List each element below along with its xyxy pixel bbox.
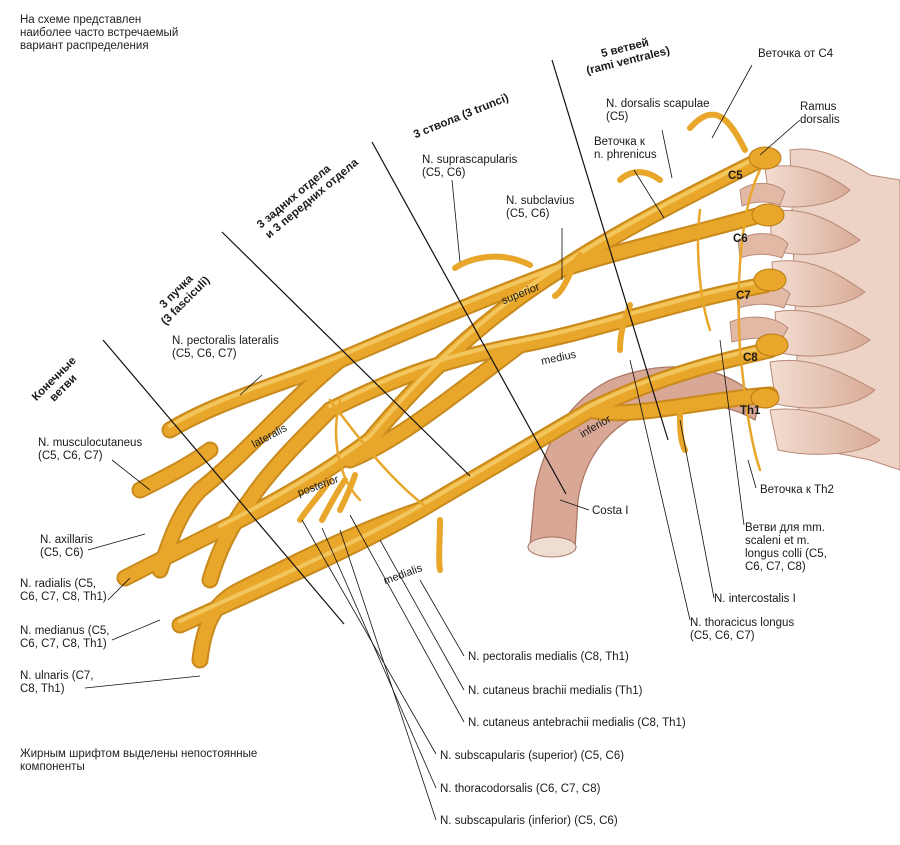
top-note-line: На схеме представлен [20, 14, 142, 26]
label-line: scaleni et m. [745, 535, 810, 547]
label-phrenicus: Веточка к n. phrenicus [594, 136, 657, 162]
root-label-c5: C5 [728, 170, 743, 182]
label-line: (C5, C6) [506, 208, 550, 220]
label-line: N. medianus (C5, [20, 625, 110, 637]
label-line: longus colli (C5, [745, 548, 827, 560]
label-line: (C5, C6, C7) [38, 450, 103, 462]
label-line: N. axillaris [40, 534, 94, 546]
root-label-c6: C6 [733, 233, 748, 245]
root-label-c7: C7 [736, 290, 751, 302]
label-intercostalis: N. intercostalis I [714, 593, 796, 605]
label-medianus: N. medianus (C5, C6, C7, C8, Th1) [20, 625, 109, 651]
label-subclavius: N. subclavius (C5, C6) [506, 195, 574, 221]
label-line: N. suprascapularis [422, 154, 518, 166]
label-line: N. subclavius [506, 195, 575, 207]
label-thoracicus-longus: N. thoracicus longus (C5, C6, C7) [690, 617, 794, 643]
label-suprascapularis: N. suprascapularis (C5, C6) [422, 154, 517, 180]
vertebral-column [729, 148, 900, 471]
label-radialis: N. radialis (C5, C6, C7, C8, Th1) [20, 578, 107, 604]
label-vetochka-c4: Веточка от C4 [758, 48, 834, 60]
top-note-line: наиболее часто встречаемый [20, 27, 179, 39]
label-line: C6, C7, C8, Th1) [20, 638, 107, 650]
root-label-th1: Th1 [740, 405, 761, 417]
label-line: N. dorsalis scapulae [606, 98, 710, 110]
label-pectoralis-lateralis: N. pectoralis lateralis (C5, C6, C7) [172, 335, 279, 361]
label-line: N. thoracicus longus [690, 617, 795, 629]
label-line: Веточка к [594, 136, 645, 148]
root-label-c8: C8 [743, 352, 758, 364]
top-note: На схеме представлен наиболее часто встр… [20, 14, 178, 53]
label-thoracodorsalis: N. thoracodorsalis (C6, C7, C8) [440, 783, 601, 795]
label-line: N. ulnaris (C7, [20, 670, 94, 682]
label-line: N. pectoralis lateralis [172, 335, 279, 347]
label-cutaneus-antebrachii: N. cutaneus antebrachii medialis (C8, Th… [468, 717, 686, 729]
label-costa: Costa I [592, 505, 629, 517]
bottom-note-line: Жирным шрифтом выделены непостоянные [20, 748, 258, 760]
label-ramus-dorsalis: Ramus dorsalis [800, 101, 840, 127]
label-axillaris: N. axillaris (C5, C6) [40, 534, 93, 560]
bottom-note: Жирным шрифтом выделены непостоянные ком… [20, 748, 257, 774]
label-line: N. musculocutaneus [38, 437, 143, 449]
label-line: n. phrenicus [594, 149, 657, 161]
label-line: Ramus [800, 101, 837, 113]
label-line: C6, C7, C8, Th1) [20, 591, 107, 603]
nerves [116, 111, 789, 669]
label-scaleni: Ветви для mm. scaleni et m. longus colli… [745, 522, 827, 574]
label-pectoralis-medialis: N. pectoralis medialis (C8, Th1) [468, 651, 629, 663]
label-line: C8, Th1) [20, 683, 65, 695]
label-line: (C5, C6, C7) [172, 348, 237, 360]
top-note-line: вариант распределения [20, 40, 149, 52]
label-line: N. radialis (C5, [20, 578, 97, 590]
label-musculocutaneus: N. musculocutaneus (C5, C6, C7) [38, 437, 142, 463]
label-line: dorsalis [800, 114, 840, 126]
leader-lines [84, 64, 801, 821]
label-line: (C5) [606, 111, 629, 123]
label-line: Ветви для mm. [745, 522, 825, 534]
label-subscapularis-superior: N. subscapularis (superior) (C5, C6) [440, 750, 625, 762]
label-dorsalis-scapulae: N. dorsalis scapulae (C5) [606, 98, 710, 124]
bottom-note-line: компоненты [20, 761, 85, 773]
label-vetochka-th2: Веточка к Th2 [760, 484, 834, 496]
label-ulnaris: N. ulnaris (C7, C8, Th1) [20, 670, 94, 696]
label-line: (C5, C6) [422, 167, 466, 179]
label-subscapularis-inferior: N. subscapularis (inferior) (C5, C6) [440, 815, 618, 827]
label-line: (C5, C6) [40, 547, 84, 559]
label-line: C6, C7, C8) [745, 561, 806, 573]
section-divider-lines [102, 59, 669, 625]
label-line: (C5, C6, C7) [690, 630, 755, 642]
label-cutaneus-brachii: N. cutaneus brachii medialis (Th1) [468, 685, 643, 697]
